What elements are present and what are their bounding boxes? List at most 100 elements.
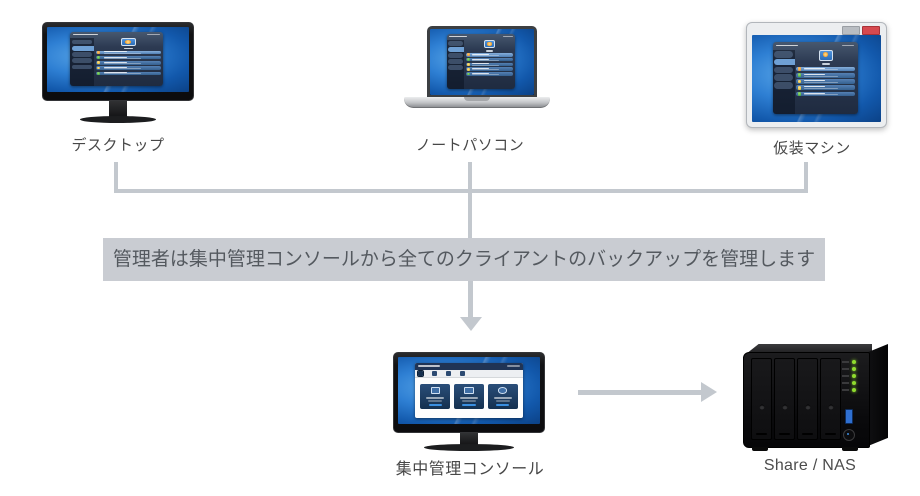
drive-bay — [774, 358, 795, 440]
computer-icon-base — [123, 47, 133, 50]
file-backup-icon — [797, 86, 802, 90]
row-title-shim — [103, 72, 127, 73]
row-title-shim — [803, 92, 825, 94]
window-controls-icon — [502, 36, 513, 38]
sidebar-item — [774, 66, 793, 74]
nas-foot — [752, 447, 768, 451]
task-card — [487, 383, 518, 410]
app-title-text — [73, 34, 98, 36]
card-text-shim — [428, 400, 443, 402]
partition-backup-icon — [97, 61, 100, 65]
sidebar-item — [71, 58, 92, 64]
system-backup-icon — [466, 58, 470, 61]
computer-icon — [481, 40, 497, 52]
connector-horizontal-bus — [114, 189, 808, 193]
sidebar-item — [71, 39, 92, 45]
arrow-down-shaft — [468, 281, 473, 318]
monitor-stand-base — [80, 116, 156, 123]
console-monitor — [393, 352, 545, 433]
window-controls-icon — [146, 34, 160, 36]
app-title-text — [776, 44, 799, 47]
desktop-screen — [47, 27, 189, 92]
laptop-screen-bezel — [427, 26, 537, 98]
console-title-text — [418, 365, 440, 367]
console-label: 集中管理コンソール — [395, 461, 545, 478]
row-title-shim — [803, 86, 825, 88]
row-title-shim — [803, 73, 825, 75]
sidebar-item — [774, 74, 793, 81]
computer-icon-screen — [483, 40, 496, 49]
drive-bay — [751, 358, 772, 440]
card-button — [496, 403, 510, 407]
backup-task-row — [465, 72, 514, 76]
sidebar-item — [774, 82, 793, 89]
bay-lock-icon — [759, 404, 764, 410]
power-button-icon — [843, 429, 855, 441]
desktop-label: デスクトップ — [71, 137, 165, 154]
sidebar-item — [774, 51, 793, 58]
file-sync-icon — [797, 92, 802, 96]
row-title-shim — [103, 56, 127, 58]
arrow-down-icon — [460, 317, 482, 331]
row-title-shim — [103, 61, 127, 63]
arrow-right-shaft — [578, 390, 702, 395]
disk-backup-icon — [97, 51, 100, 54]
sidebar-item — [71, 64, 92, 70]
app-main-panel — [95, 38, 161, 85]
row-title-shim — [803, 67, 825, 69]
partition-backup-card-icon — [497, 387, 508, 394]
disk-backup-card-icon — [464, 387, 474, 394]
row-title-shim — [471, 53, 489, 55]
file-backup-icon — [466, 67, 470, 71]
backup-task-row — [796, 79, 856, 84]
system-backup-icon — [97, 56, 100, 59]
row-title-shim — [471, 68, 489, 69]
backup-task-row — [95, 61, 161, 65]
banner-note: 管理者は集中管理コンソールから全てのクライアントのバックアップを管理します — [103, 238, 825, 281]
task-card — [454, 383, 484, 410]
backup-task-row — [796, 91, 856, 97]
vm-screen — [752, 35, 881, 122]
app-sidebar — [772, 49, 795, 115]
app-main-panel — [796, 49, 856, 112]
computer-icon-base — [821, 62, 830, 65]
backup-task-row — [796, 72, 856, 78]
card-text-shim — [493, 396, 512, 399]
file-sync-icon — [97, 71, 100, 75]
connector-desktop-stub — [114, 162, 118, 193]
disk-backup-icon — [466, 53, 470, 57]
bay-vent — [755, 433, 768, 435]
vm-label: 仮装マシン — [773, 140, 851, 157]
backup-task-list — [465, 53, 514, 87]
connector-vm-stub — [804, 162, 808, 193]
monitor-stand-neck — [109, 101, 127, 117]
bay-lock-icon — [828, 404, 833, 410]
app-sidebar — [69, 38, 95, 87]
arrow-right-icon — [701, 382, 717, 402]
logs-tool-icon — [460, 370, 466, 376]
backup-task-row — [95, 71, 161, 76]
app-sidebar — [446, 40, 465, 90]
bay-lock-icon — [805, 404, 810, 410]
console-toolbar — [415, 369, 523, 379]
app-titlebar — [70, 32, 164, 38]
nas-side-face — [868, 344, 888, 446]
bay-vent — [824, 433, 837, 435]
laptop-base — [404, 97, 550, 108]
backup-task-list — [95, 50, 161, 85]
system-backup-card-icon — [430, 387, 441, 394]
row-title-shim — [471, 73, 489, 74]
backup-task-list — [796, 66, 856, 112]
row-title-shim — [103, 67, 127, 68]
nas-top-face — [746, 344, 872, 354]
backup-task-row — [95, 55, 161, 60]
computers-tool-icon — [432, 370, 438, 376]
card-text-shim — [461, 400, 477, 402]
drive-bay — [797, 358, 818, 440]
backup-task-row — [465, 62, 514, 67]
card-text-shim — [495, 400, 510, 402]
window-controls-icon — [506, 365, 520, 367]
group-tool-icon — [417, 369, 425, 377]
window-buttons-icon — [842, 26, 860, 35]
nas-label: Share / NAS — [763, 457, 857, 474]
